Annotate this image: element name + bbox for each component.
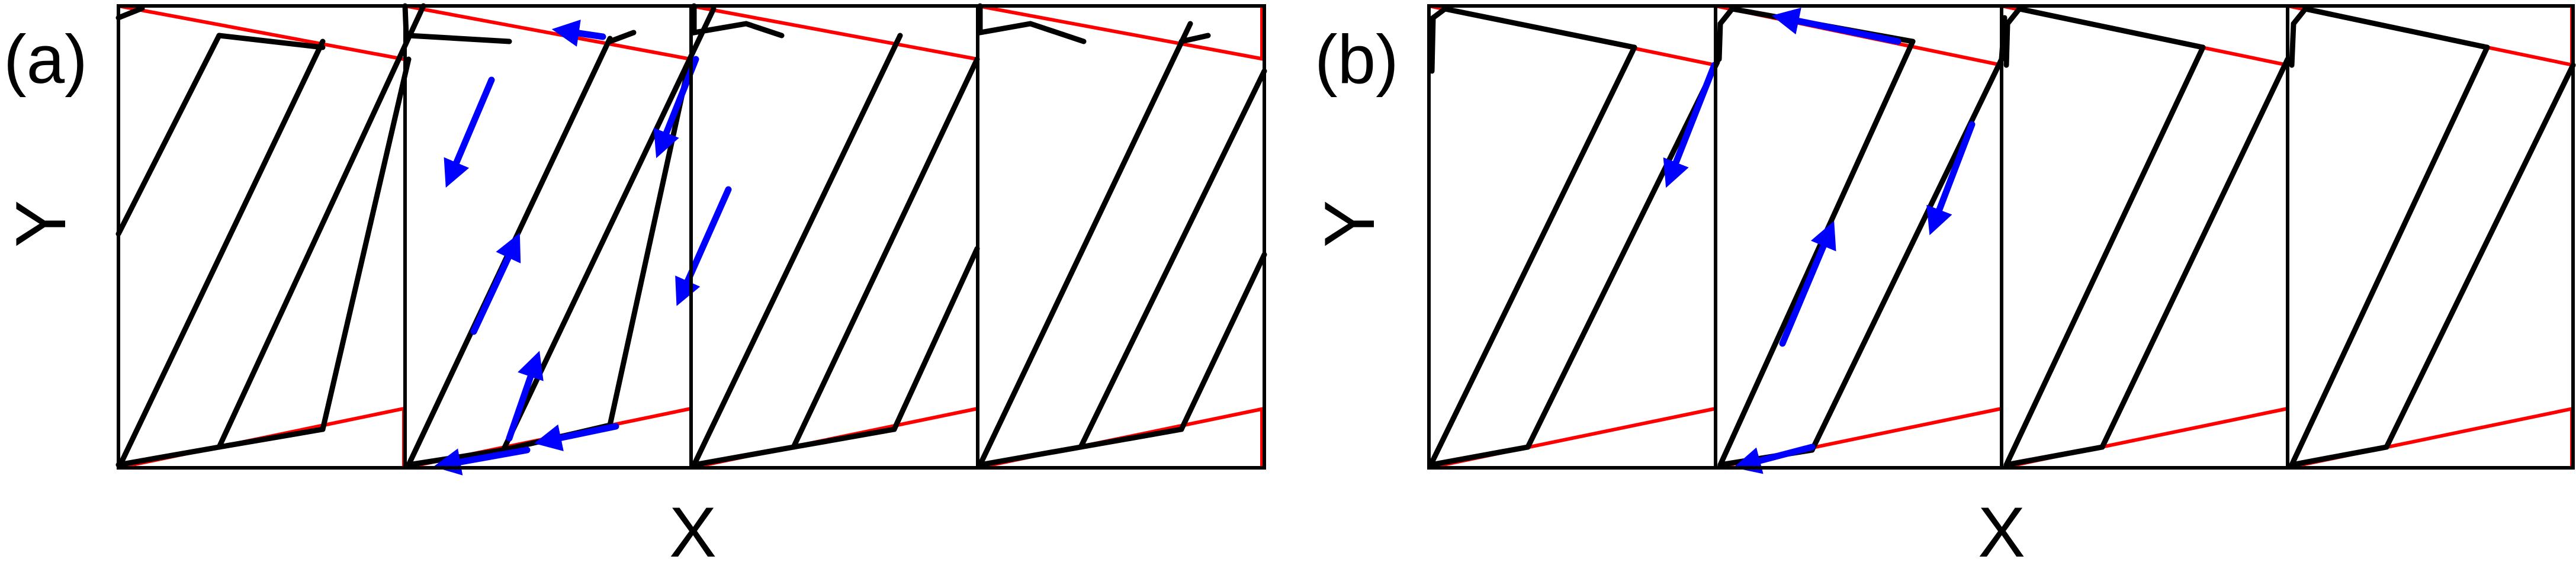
panel-a: (a) Y X — [1, 3, 1267, 572]
panel-b-ylabel: Y — [1310, 200, 1389, 248]
panel-b-plot-area — [1427, 4, 2576, 474]
panel-a-plot-area — [115, 3, 1267, 475]
panel-a-trajectory — [433, 20, 732, 475]
panel-a-streamlines — [115, 3, 1267, 468]
panel-b-frame — [1427, 4, 2575, 470]
panel-a-label: (a) — [4, 21, 88, 98]
panel-b-trajectory — [1663, 7, 1976, 474]
panel-b: (b) Y X — [1310, 4, 2576, 572]
panel-b-xlabel: X — [1978, 493, 2025, 572]
panel-a-frame — [117, 4, 1266, 470]
panel-a-xlabel: X — [669, 493, 717, 572]
panel-b-label: (b) — [1315, 21, 1399, 98]
panel-a-ylabel: Y — [1, 200, 81, 248]
